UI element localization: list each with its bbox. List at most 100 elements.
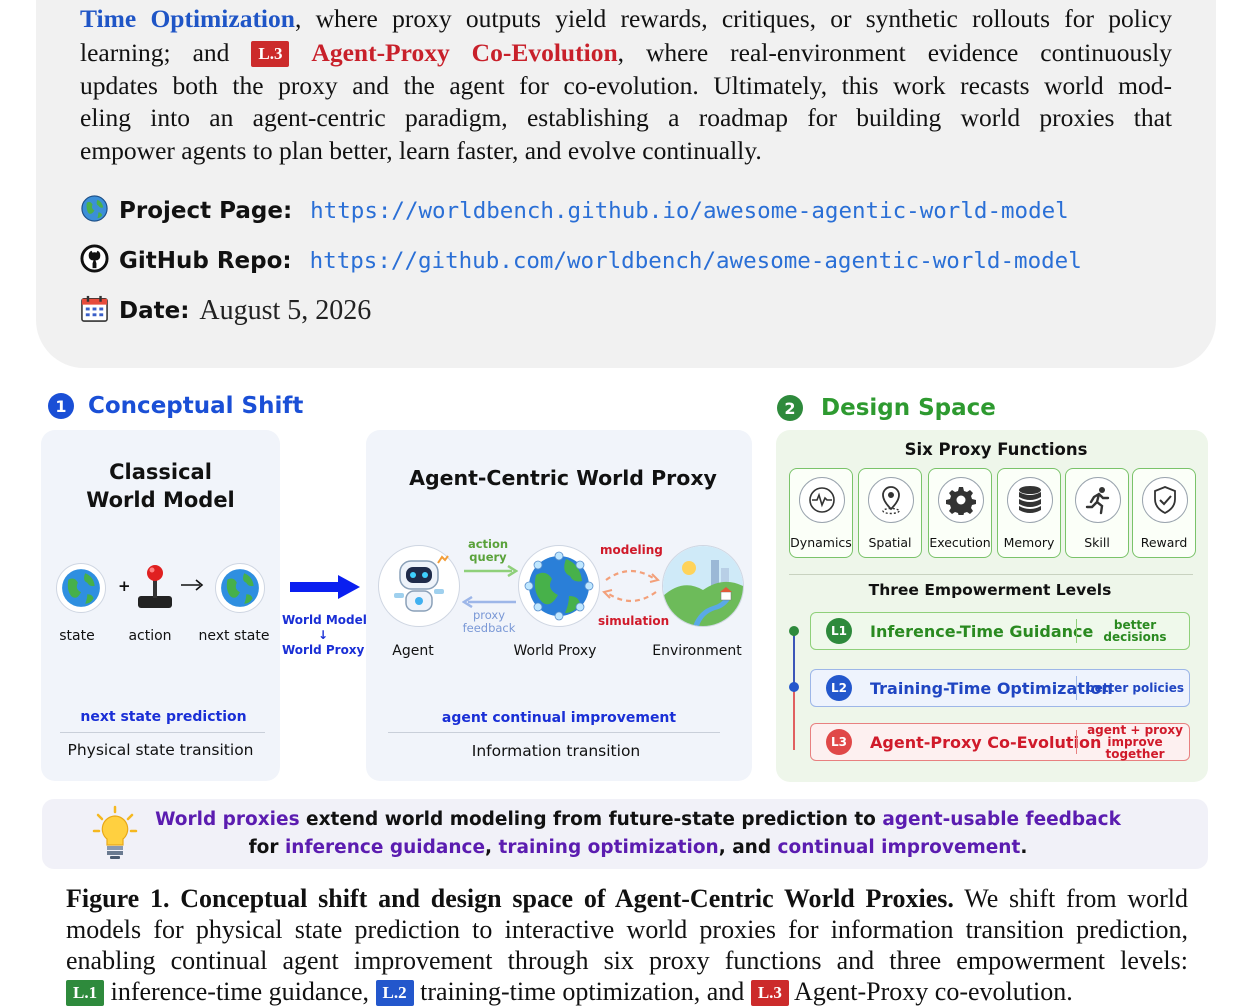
caption-line-3: enabling continual agent improvement thr…	[66, 946, 1188, 975]
right-arrow-icon	[180, 578, 204, 597]
proxy-card-title: Agent-Centric World Proxy	[409, 466, 717, 490]
three-levels-title: Three Empowerment Levels	[868, 581, 1112, 599]
section-2-header: 2 Design Space	[777, 395, 996, 421]
abstract-text: , where real-environment evidence contin…	[617, 38, 1172, 67]
agent-improvement-label: agent continual improvement	[441, 710, 677, 726]
date-value: August 5, 2026	[199, 295, 372, 326]
robot-agent-icon	[378, 545, 460, 627]
level-3-badge: L3	[826, 729, 852, 755]
function-label: Spatial	[868, 535, 912, 550]
caption-line-2: models for physical state prediction to …	[66, 915, 1188, 944]
level-3-row: L3 Agent-Proxy Co-Evolution agent + prox…	[810, 723, 1190, 761]
heartbeat-icon	[799, 477, 845, 523]
date-label: Date:	[119, 298, 190, 324]
function-skill: Skill	[1065, 468, 1129, 558]
section-2-number: 2	[777, 395, 803, 421]
section-1-header: 1 Conceptual Shift	[48, 393, 303, 419]
function-execution: Execution	[928, 468, 992, 558]
co-evolution-link[interactable]: Agent-Proxy Co-Evolution	[311, 38, 618, 67]
simulation-label: simulation	[598, 614, 670, 628]
level-3-tag: L.3	[251, 41, 290, 67]
globe-icon	[80, 194, 109, 228]
insight-text: World proxies extend world modeling from…	[155, 809, 1121, 858]
earth-icon	[56, 563, 106, 613]
function-memory: Memory	[997, 468, 1061, 558]
section-1-number: 1	[48, 393, 74, 419]
github-repo-row: GitHub Repo: https://github.com/worldben…	[80, 244, 1082, 278]
database-icon	[1007, 477, 1053, 523]
function-label: Reward	[1140, 535, 1188, 550]
lightbulb-icon	[92, 805, 138, 866]
caption-text: Agent-Proxy co-evolution.	[793, 977, 1073, 1006]
divider	[1076, 619, 1077, 643]
date-row: Date: August 5, 2026	[80, 294, 371, 328]
divider	[388, 732, 720, 733]
function-reward: Reward	[1132, 468, 1196, 558]
environment-label: Environment	[652, 643, 742, 659]
next-state-label: next state	[198, 628, 270, 644]
level-3-tag: L.3	[750, 980, 789, 1006]
function-label: Skill	[1084, 535, 1110, 550]
proxy-feedback-arrow-icon	[461, 595, 518, 613]
abstract-line-3: eling into an agent-centric paradigm, es…	[80, 103, 1172, 132]
project-page-label: Project Page:	[119, 198, 293, 224]
github-repo-label: GitHub Repo:	[119, 248, 292, 274]
caption-text: We shift from world	[964, 884, 1188, 913]
github-repo-link[interactable]: https://github.com/worldbench/awesome-ag…	[309, 248, 1082, 274]
project-page-link[interactable]: https://worldbench.github.io/awesome-age…	[310, 198, 1069, 224]
world-proxy-label: World Proxy	[513, 643, 597, 659]
training-time-link[interactable]: Time Optimization	[80, 4, 295, 33]
plus-sign: +	[118, 577, 131, 595]
abstract-line-4: empower agents to plan better, learn fas…	[80, 136, 762, 165]
level-1-note: better decisions	[1103, 618, 1167, 644]
physical-transition-label: Physical state transition	[67, 741, 254, 759]
level-2-row: L2 Training-Time Optimization better pol…	[810, 669, 1190, 707]
abstract-line-1: learning; and L.3 Agent-Proxy Co-Evoluti…	[80, 37, 1172, 69]
function-spatial: Spatial	[858, 468, 922, 558]
level-dot	[789, 682, 799, 692]
function-label: Execution	[929, 535, 991, 550]
level-1-tag: L.1	[66, 980, 105, 1006]
joystick-icon	[136, 562, 174, 615]
action-query-arrow-icon	[462, 564, 519, 582]
abstract-text: learning; and	[80, 38, 230, 67]
section-1-title: Conceptual Shift	[88, 393, 304, 419]
insight-banner	[42, 799, 1208, 869]
earth-icon	[215, 563, 265, 613]
level-1-row: L1 Inference-Time Guidance better decisi…	[810, 612, 1190, 650]
state-label: state	[59, 628, 95, 644]
level-1-name: Inference-Time Guidance	[870, 621, 1094, 641]
level-2-badge: L2	[826, 675, 852, 701]
function-label: Memory	[1003, 535, 1055, 550]
level-2-name: Training-Time Optimization	[870, 678, 1113, 698]
running-person-icon	[1075, 477, 1121, 523]
github-icon	[80, 244, 109, 278]
level-3-name: Agent-Proxy Co-Evolution	[870, 732, 1102, 752]
modeling-label: modeling	[600, 543, 663, 557]
level-2-note: better policies	[1085, 681, 1184, 695]
information-transition-label: Information transition	[471, 742, 641, 760]
caption-line-4: L.1 inference-time guidance, L.2 trainin…	[66, 976, 1188, 1007]
figure-label: Figure 1.	[66, 884, 170, 913]
divider	[1076, 730, 1077, 754]
caption-text: inference-time guidance,	[110, 977, 370, 1006]
location-pin-icon	[868, 477, 914, 523]
gear-icon	[938, 477, 984, 523]
modeling-cycle-icon	[600, 558, 662, 619]
divider	[60, 732, 265, 733]
agent-label: Agent	[392, 643, 434, 659]
abstract-line-2: updates both the proxy and the agent for…	[80, 71, 1172, 100]
caption-text: training-time optimization, and	[420, 977, 745, 1006]
shield-check-icon	[1142, 477, 1188, 523]
action-label: action	[128, 628, 172, 644]
level-connector	[793, 687, 795, 750]
calendar-icon	[80, 294, 109, 328]
abstract-text: , where proxy outputs yield rewards, cri…	[294, 4, 1172, 33]
section-2-title: Design Space	[821, 395, 996, 421]
level-dot	[789, 626, 799, 636]
function-label: Dynamics	[790, 535, 852, 550]
divider	[1076, 676, 1077, 700]
